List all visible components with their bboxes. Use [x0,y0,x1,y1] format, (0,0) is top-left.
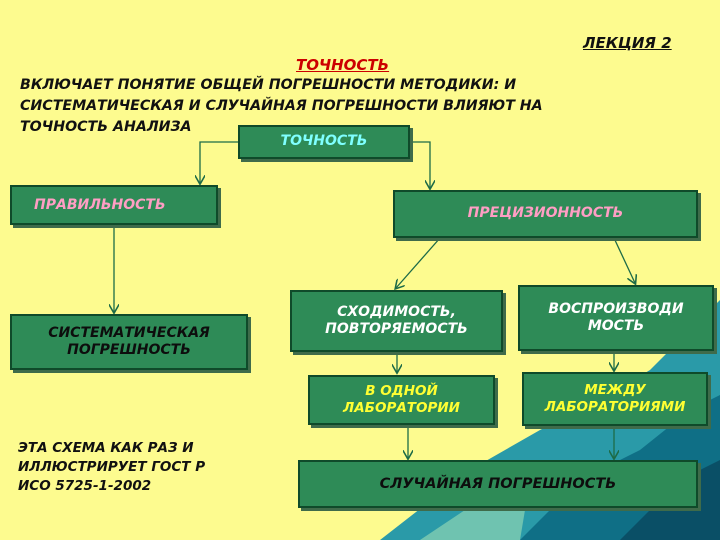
arrow-precision-to-repeatability [396,238,440,288]
note-line-1: ЭТА СХЕМА КАК РАЗ И [18,440,194,456]
node-precision-label: ПРЕЦИЗИОННОСТЬ [468,205,624,223]
lecture-label: ЛЕКЦИЯ 2 [583,34,672,52]
intro-line-2: СИСТЕМАТИЧЕСКАЯ И СЛУЧАЙНАЯ ПОГРЕШНОСТИ … [20,98,543,114]
node-trueness: ПРАВИЛЬНОСТЬ [10,185,218,225]
node-accuracy-label: ТОЧНОСТЬ [281,133,368,151]
node-precision: ПРЕЦИЗИОННОСТЬ [393,190,698,238]
arrow-accuracy-to-precision [410,142,430,188]
note-line-2: ИЛЛЮСТРИРУЕТ ГОСТ Р [18,459,205,475]
node-repeatability: СХОДИМОСТЬ,ПОВТОРЯЕМОСТЬ [290,290,503,352]
node-accuracy: ТОЧНОСТЬ [238,125,410,159]
arrow-precision-to-reproducibility [614,238,635,283]
intro-line-1: ВКЛЮЧАЕТ ПОНЯТИЕ ОБЩЕЙ ПОГРЕШНОСТИ МЕТОД… [20,77,516,93]
intro-line-3: ТОЧНОСТЬ АНАЛИЗА [20,119,192,135]
node-repeatability-label: СХОДИМОСТЬ,ПОВТОРЯЕМОСТЬ [325,304,468,339]
heading-accuracy: ТОЧНОСТЬ [296,56,389,74]
arrow-accuracy-to-trueness [200,142,238,183]
node-trueness-label: ПРАВИЛЬНОСТЬ [34,197,166,215]
node-random-error: СЛУЧАЙНАЯ ПОГРЕШНОСТЬ [298,460,698,508]
node-random-error-label: СЛУЧАЙНАЯ ПОГРЕШНОСТЬ [380,475,617,493]
note-line-3: ИСО 5725-1-2002 [18,478,151,494]
